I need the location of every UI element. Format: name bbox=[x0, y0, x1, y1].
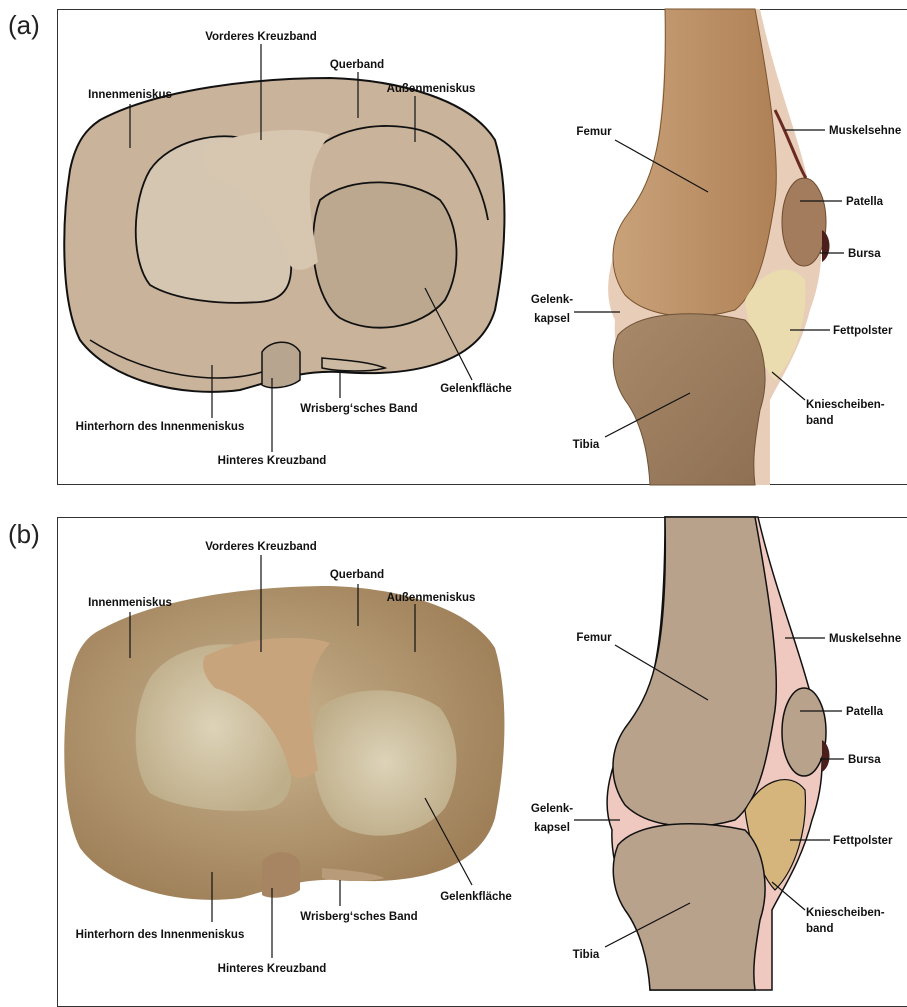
label-kniescheibenband-2: band bbox=[806, 923, 833, 935]
label-hinterhorn: Hinterhorn des Innenmeniskus bbox=[76, 929, 245, 941]
label-patella: Patella bbox=[846, 706, 884, 718]
label-hinteres-kreuzband: Hinteres Kreuzband bbox=[218, 963, 327, 975]
label-tibia: Tibia bbox=[573, 949, 600, 961]
label-femur: Femur bbox=[576, 632, 612, 644]
label-aussenmeniskus: Außenmeniskus bbox=[387, 592, 476, 604]
label-fettpolster: Fettpolster bbox=[833, 835, 893, 847]
label-gelenkflaeche: Gelenkfläche bbox=[440, 891, 512, 903]
label-wrisberg: Wrisberg‘sches Band bbox=[300, 911, 417, 923]
label-querband: Querband bbox=[330, 569, 384, 581]
label-gelenkkapsel-1: Gelenk- bbox=[531, 803, 573, 815]
knee-lateral-schematic bbox=[607, 517, 829, 990]
label-kniescheibenband-1: Kniescheiben- bbox=[806, 907, 885, 919]
label-bursa: Bursa bbox=[848, 754, 881, 766]
label-vorderes-kreuzband: Vorderes Kreuzband bbox=[205, 541, 317, 553]
label-muskelsehne: Muskelsehne bbox=[829, 633, 901, 645]
label-gelenkkapsel-2: kapsel bbox=[534, 822, 570, 834]
label-innenmeniskus: Innenmeniskus bbox=[88, 597, 172, 609]
